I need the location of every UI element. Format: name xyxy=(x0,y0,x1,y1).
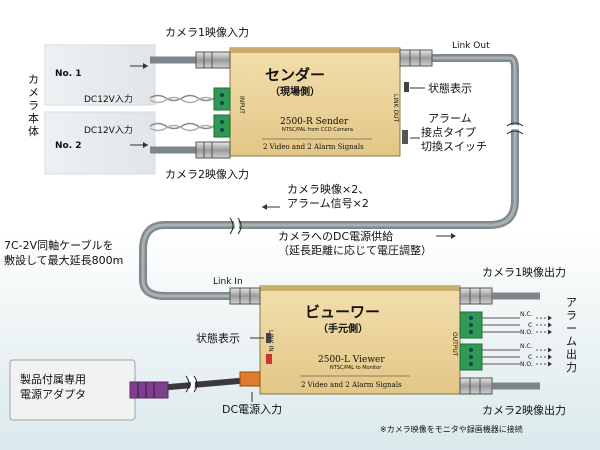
alarm-nc-1: N.C. xyxy=(520,311,533,318)
viewer-title: ビューワー xyxy=(305,303,380,321)
dc-twisted-wire-2 xyxy=(149,122,215,130)
viewer-subtitle: （手元側） xyxy=(318,322,368,335)
viewer-status-label: 状態表示 xyxy=(196,331,240,345)
sender-model-sub: NTSC/PAL from CCD Camera xyxy=(282,127,353,133)
camera-2-label: No. 2 xyxy=(55,141,82,151)
sender-status-led xyxy=(404,82,409,92)
alarm-nc-2: N.C. xyxy=(520,343,533,350)
link-out-label: Link Out xyxy=(452,41,490,51)
viewer-bnc-cam1-out xyxy=(459,287,493,305)
sender-bnc-link-out xyxy=(399,49,433,67)
sender-bnc-cam1 xyxy=(195,51,231,69)
dc-plug xyxy=(239,371,261,387)
camera-body-label: カメラ本体 xyxy=(28,73,39,138)
sender-link-out-label: LINK OUT xyxy=(392,94,399,123)
cam1-video-output-label: カメラ1映像出力 xyxy=(482,265,566,279)
sender-status-label: 状態表示 xyxy=(428,81,472,95)
sender-power-terminal-2 xyxy=(213,114,231,138)
cable-break-left xyxy=(229,216,242,236)
cam2-video-input-label: カメラ2映像入力 xyxy=(165,168,249,181)
viewer-output-label: OUTPUT xyxy=(451,332,458,357)
cam2-video-output-label: カメラ2映像出力 xyxy=(482,403,566,417)
signal-direction-arrow xyxy=(262,204,280,210)
power-adapter-band xyxy=(129,381,169,399)
dc-power-input-label: DC電源入力 xyxy=(222,402,282,416)
camera-1-panel xyxy=(44,44,156,106)
alarm-switch-label-1: アラーム xyxy=(428,112,472,125)
signals-label-2: アラーム信号×2 xyxy=(287,197,369,210)
viewer-status-switch xyxy=(266,354,272,364)
sender-input-label: INPUT xyxy=(238,96,245,114)
cam1-video-input-label: カメラ1映像入力 xyxy=(165,26,249,39)
power-cable-break xyxy=(185,374,198,394)
sender-subtitle: （現場側） xyxy=(270,85,320,98)
viewer-status-led xyxy=(266,333,271,343)
cable-label-1: 7C-2V同軸ケーブルを xyxy=(4,238,114,252)
viewer-spec: 2 Video and 2 Alarm Signals xyxy=(301,381,402,389)
viewer-model-sub: NTSC/PAL to Monitor xyxy=(330,365,382,371)
power-supply-label-1: カメラへのDC電源供給 xyxy=(278,229,393,243)
sender-box xyxy=(229,47,401,157)
adapter-label-1: 製品付属専用 xyxy=(20,372,86,386)
dc12v-label-1: DC12V入力 xyxy=(84,93,133,105)
sender-alarm-switch xyxy=(402,130,408,144)
alarm-no-2: N.O. xyxy=(520,361,533,368)
link-in-label: Link In xyxy=(213,277,243,287)
sender-bnc-cam2 xyxy=(195,141,231,159)
sender-spec: 2 Video and 2 Alarm Signals xyxy=(263,143,364,151)
alarm-no-1: N.O. xyxy=(520,329,533,336)
dc12v-label-2: DC12V入力 xyxy=(84,124,133,136)
sender-title: センダー xyxy=(265,66,325,84)
footnote: ※カメラ映像をモニタや録画機器に接続 xyxy=(380,424,523,434)
alarm-switch-label-2: 接点タイプ xyxy=(421,126,476,139)
alarm-c-2: C xyxy=(528,354,532,361)
viewer-bnc-cam2-out xyxy=(459,377,493,395)
alarm-output-wires xyxy=(482,317,548,365)
signals-label-1: カメラ映像×2、 xyxy=(287,183,369,196)
sender-power-terminal-1 xyxy=(213,87,231,111)
cable-break-right xyxy=(505,122,525,135)
cable-label-2: 敷設して最大延長800m xyxy=(4,253,123,267)
camera-1-label: No. 1 xyxy=(55,69,82,79)
viewer-alarm-terminal-1 xyxy=(459,311,483,339)
dc-twisted-wire-1 xyxy=(149,94,215,102)
alarm-c-1: C xyxy=(528,322,532,329)
sender-model: 2500-R Sender xyxy=(280,117,349,127)
power-direction-arrow xyxy=(436,233,456,239)
viewer-alarm-terminal-2 xyxy=(459,343,483,371)
power-supply-label-2: （延長距離に応じて電圧調整） xyxy=(278,243,432,257)
viewer-bnc-link-in xyxy=(229,287,261,305)
camera-2-panel xyxy=(44,111,156,175)
adapter-label-2: 電源アダプタ xyxy=(20,387,86,401)
alarm-switch-label-3: 切換スイッチ xyxy=(421,140,487,153)
camera-body-label-text: カメラ本体 xyxy=(28,73,39,138)
viewer-model: 2500-L Viewer xyxy=(318,355,385,365)
alarm-output-label: アラーム出力 xyxy=(566,296,577,374)
